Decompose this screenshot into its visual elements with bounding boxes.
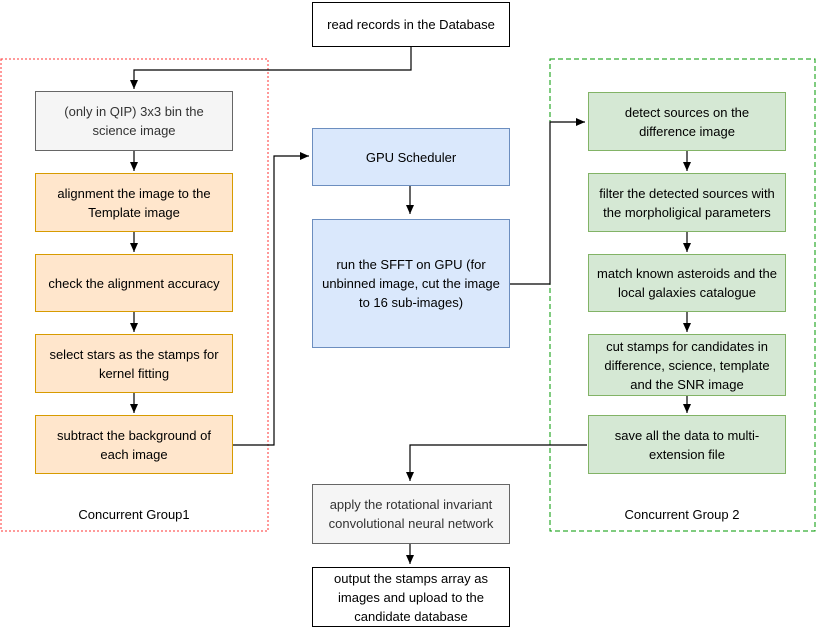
run-sfft-node: run the SFFT on GPU (for unbinned image,… bbox=[312, 219, 510, 348]
bin-science-image-node: (only in QIP) 3x3 bin the science image bbox=[35, 91, 233, 151]
align-template-node: alignment the image to the Template imag… bbox=[35, 173, 233, 232]
read-database-node: read records in the Database bbox=[312, 2, 510, 47]
concurrent-group2-frame bbox=[549, 58, 816, 532]
match-asteroids-node: match known asteroids and the local gala… bbox=[588, 254, 786, 312]
subtract-background-label: subtract the background of each image bbox=[57, 427, 211, 462]
bin-science-image-label: (only in QIP) 3x3 bin the science image bbox=[64, 104, 204, 138]
edge-subtract-to-scheduler bbox=[233, 152, 309, 446]
edge-save-to-cnn bbox=[406, 444, 587, 481]
concurrent-group1-label: Concurrent Group1 bbox=[78, 507, 190, 522]
gpu-scheduler-label: GPU Scheduler bbox=[365, 149, 457, 165]
read-database-label: read records in the Database bbox=[327, 17, 495, 32]
concurrent-group2-label: Concurrent Group 2 bbox=[624, 507, 740, 522]
edge-sfft-to-detect bbox=[510, 118, 585, 285]
cut-stamps-label: cut stamps for candidates in difference,… bbox=[604, 338, 770, 392]
filter-sources-label: filter the detected sources with the mor… bbox=[599, 185, 775, 220]
output-stamps-node: output the stamps array as images and up… bbox=[312, 567, 510, 627]
select-stars-label: select stars as the stamps for kernel fi… bbox=[49, 346, 219, 381]
save-data-label: save all the data to multi-extension fil… bbox=[614, 427, 760, 462]
detect-sources-label: detect sources on the difference image bbox=[624, 104, 750, 139]
check-alignment-label: check the alignment accuracy bbox=[48, 275, 220, 291]
check-alignment-node: check the alignment accuracy bbox=[35, 254, 233, 312]
output-stamps-label: output the stamps array as images and up… bbox=[334, 570, 488, 624]
concurrent-group1-frame bbox=[0, 58, 269, 532]
apply-cnn-node: apply the rotational invariant convoluti… bbox=[312, 484, 510, 544]
detect-sources-node: detect sources on the difference image bbox=[588, 92, 786, 151]
select-stars-node: select stars as the stamps for kernel fi… bbox=[35, 334, 233, 393]
edge-read-to-bin bbox=[130, 47, 412, 89]
gpu-scheduler-node: GPU Scheduler bbox=[312, 128, 510, 186]
apply-cnn-label: apply the rotational invariant convoluti… bbox=[328, 497, 494, 531]
align-template-label: alignment the image to the Template imag… bbox=[57, 185, 211, 220]
filter-sources-node: filter the detected sources with the mor… bbox=[588, 173, 786, 232]
match-asteroids-label: match known asteroids and the local gala… bbox=[597, 266, 777, 300]
save-data-node: save all the data to multi-extension fil… bbox=[588, 415, 786, 474]
run-sfft-label: run the SFFT on GPU (for unbinned image,… bbox=[322, 257, 500, 310]
cut-stamps-node: cut stamps for candidates in difference,… bbox=[588, 334, 786, 396]
subtract-background-node: subtract the background of each image bbox=[35, 415, 233, 474]
